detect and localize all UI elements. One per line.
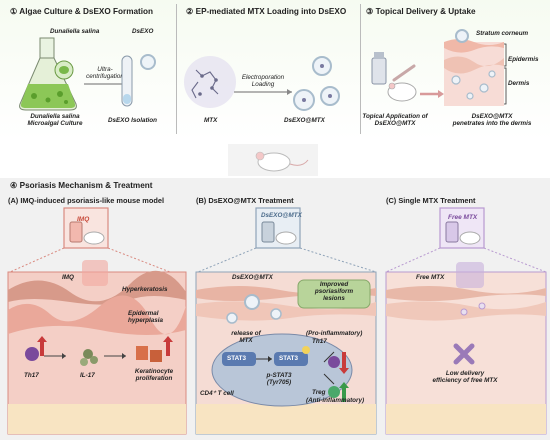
treg-label: Treg <box>312 389 326 396</box>
tube-icon <box>121 55 133 107</box>
th17-label-b: Th17 <box>312 338 327 345</box>
algae-cell-icon <box>54 60 74 80</box>
skin-section-icon <box>444 29 504 106</box>
dsexo-mtx-caption: DsEXO@MTX <box>284 117 325 124</box>
anti-label: (Anti-inflammatory) <box>306 397 365 404</box>
mouse-with-vial-icon <box>371 52 417 102</box>
step2-title: ② EP-mediated MTX Loading into DsEXO <box>186 7 347 16</box>
pstat3-label-2: (Tyr705) <box>266 379 292 386</box>
imq-label: IMQ <box>62 274 74 281</box>
hyperkeratosis-label: Hyperkeratosis <box>122 286 168 293</box>
mtx-caption: MTX <box>204 117 218 124</box>
panelA-skin <box>7 260 187 435</box>
il17-label: IL-17 <box>80 372 95 379</box>
process-label-1: Ultra- <box>97 66 113 73</box>
low-label-1: Low delivery <box>445 370 485 377</box>
process-label-2: centrifugation <box>86 73 124 80</box>
dsexo-mtx-label: DsEXO@MTX <box>232 274 273 281</box>
caption-culture-2: Microalgal Culture <box>27 120 83 127</box>
panelB-box-icon <box>255 207 301 249</box>
panelC-box-label: Free MTX <box>448 214 478 221</box>
step1-title: ① Algae Culture & DsEXO Formation <box>10 7 154 16</box>
panelC-box-icon <box>439 207 485 249</box>
panelA-box-icon <box>63 207 109 249</box>
ep-label-2: Loading <box>251 81 275 88</box>
panelA-box-label: IMQ <box>77 216 90 223</box>
divider-1 <box>176 4 177 134</box>
layer-stratum: Stratum corneum <box>476 30 529 37</box>
panelC-skin <box>385 262 547 435</box>
pstat3-label-1: p-STAT3 <box>266 372 292 379</box>
ep-label-1: Electroporation <box>241 74 285 81</box>
epidermal-label-1: Epidermal <box>128 310 159 317</box>
penetrate-caption-1: DsEXO@MTX <box>471 113 513 120</box>
topical-caption-2: DsEXO@MTX <box>374 120 416 127</box>
pro-label: (Pro-inflammatory) <box>306 330 363 337</box>
kc-label-1: Keratinocyte <box>134 368 174 375</box>
free-mtx-label: Free MTX <box>416 274 445 281</box>
flask-icon <box>19 37 77 111</box>
topical-caption-1: Topical Application of <box>362 113 428 120</box>
dsexo-label: DsEXO <box>132 28 154 35</box>
step1-graphics <box>19 37 156 111</box>
release-label-2: MTX <box>239 337 253 344</box>
loaded-exosomes-icon <box>293 56 340 111</box>
panelC-title: (C) Single MTX Treatment <box>386 196 476 205</box>
panelB-skin <box>195 271 377 435</box>
caption-culture-1: Dunaliella salina <box>30 113 80 120</box>
stat3-label-a: STAT3 <box>227 355 247 362</box>
step2-graphics <box>184 56 340 111</box>
penetrate-caption-2: penetrates into the dermis <box>452 120 532 127</box>
stat3-label-b: STAT3 <box>279 355 299 362</box>
low-label-2: efficiency of free MTX <box>432 377 498 384</box>
divider-2 <box>360 4 361 134</box>
step3-title: ③ Topical Delivery & Uptake <box>366 7 476 16</box>
species-label: Dunaliella salina <box>50 28 100 35</box>
epidermal-label-2: hyperplasia <box>128 317 163 324</box>
block-x-icon <box>453 343 475 365</box>
improved-label-3: lesions <box>323 295 345 302</box>
layer-dermis: Dermis <box>508 80 530 87</box>
kc-label-2: proliferation <box>135 375 173 382</box>
exosome-icon <box>140 54 156 70</box>
panelB-box-label: DsEXO@MTX <box>261 212 302 219</box>
panelB-title: (B) DsEXO@MTX Treatment <box>196 196 294 205</box>
improved-label-2: psoriasiform <box>314 288 354 295</box>
panelA-title: (A) IMQ-induced psoriasis-like mouse mod… <box>8 196 165 205</box>
mtx-molecule-icon <box>184 56 236 108</box>
release-label-1: release of <box>231 330 261 337</box>
step3-graphics <box>371 29 507 106</box>
caption-isolation: DsEXO Isolation <box>108 117 157 124</box>
cd4-label: CD4⁺ T cell <box>200 390 234 397</box>
mouse-center-icon <box>228 144 318 176</box>
layer-epidermis: Epidermis <box>508 56 539 63</box>
bottom-title: ④ Psoriasis Mechanism & Treatment <box>10 181 153 190</box>
th17-label-a: Th17 <box>24 372 39 379</box>
improved-label-1: Improved <box>319 281 349 288</box>
